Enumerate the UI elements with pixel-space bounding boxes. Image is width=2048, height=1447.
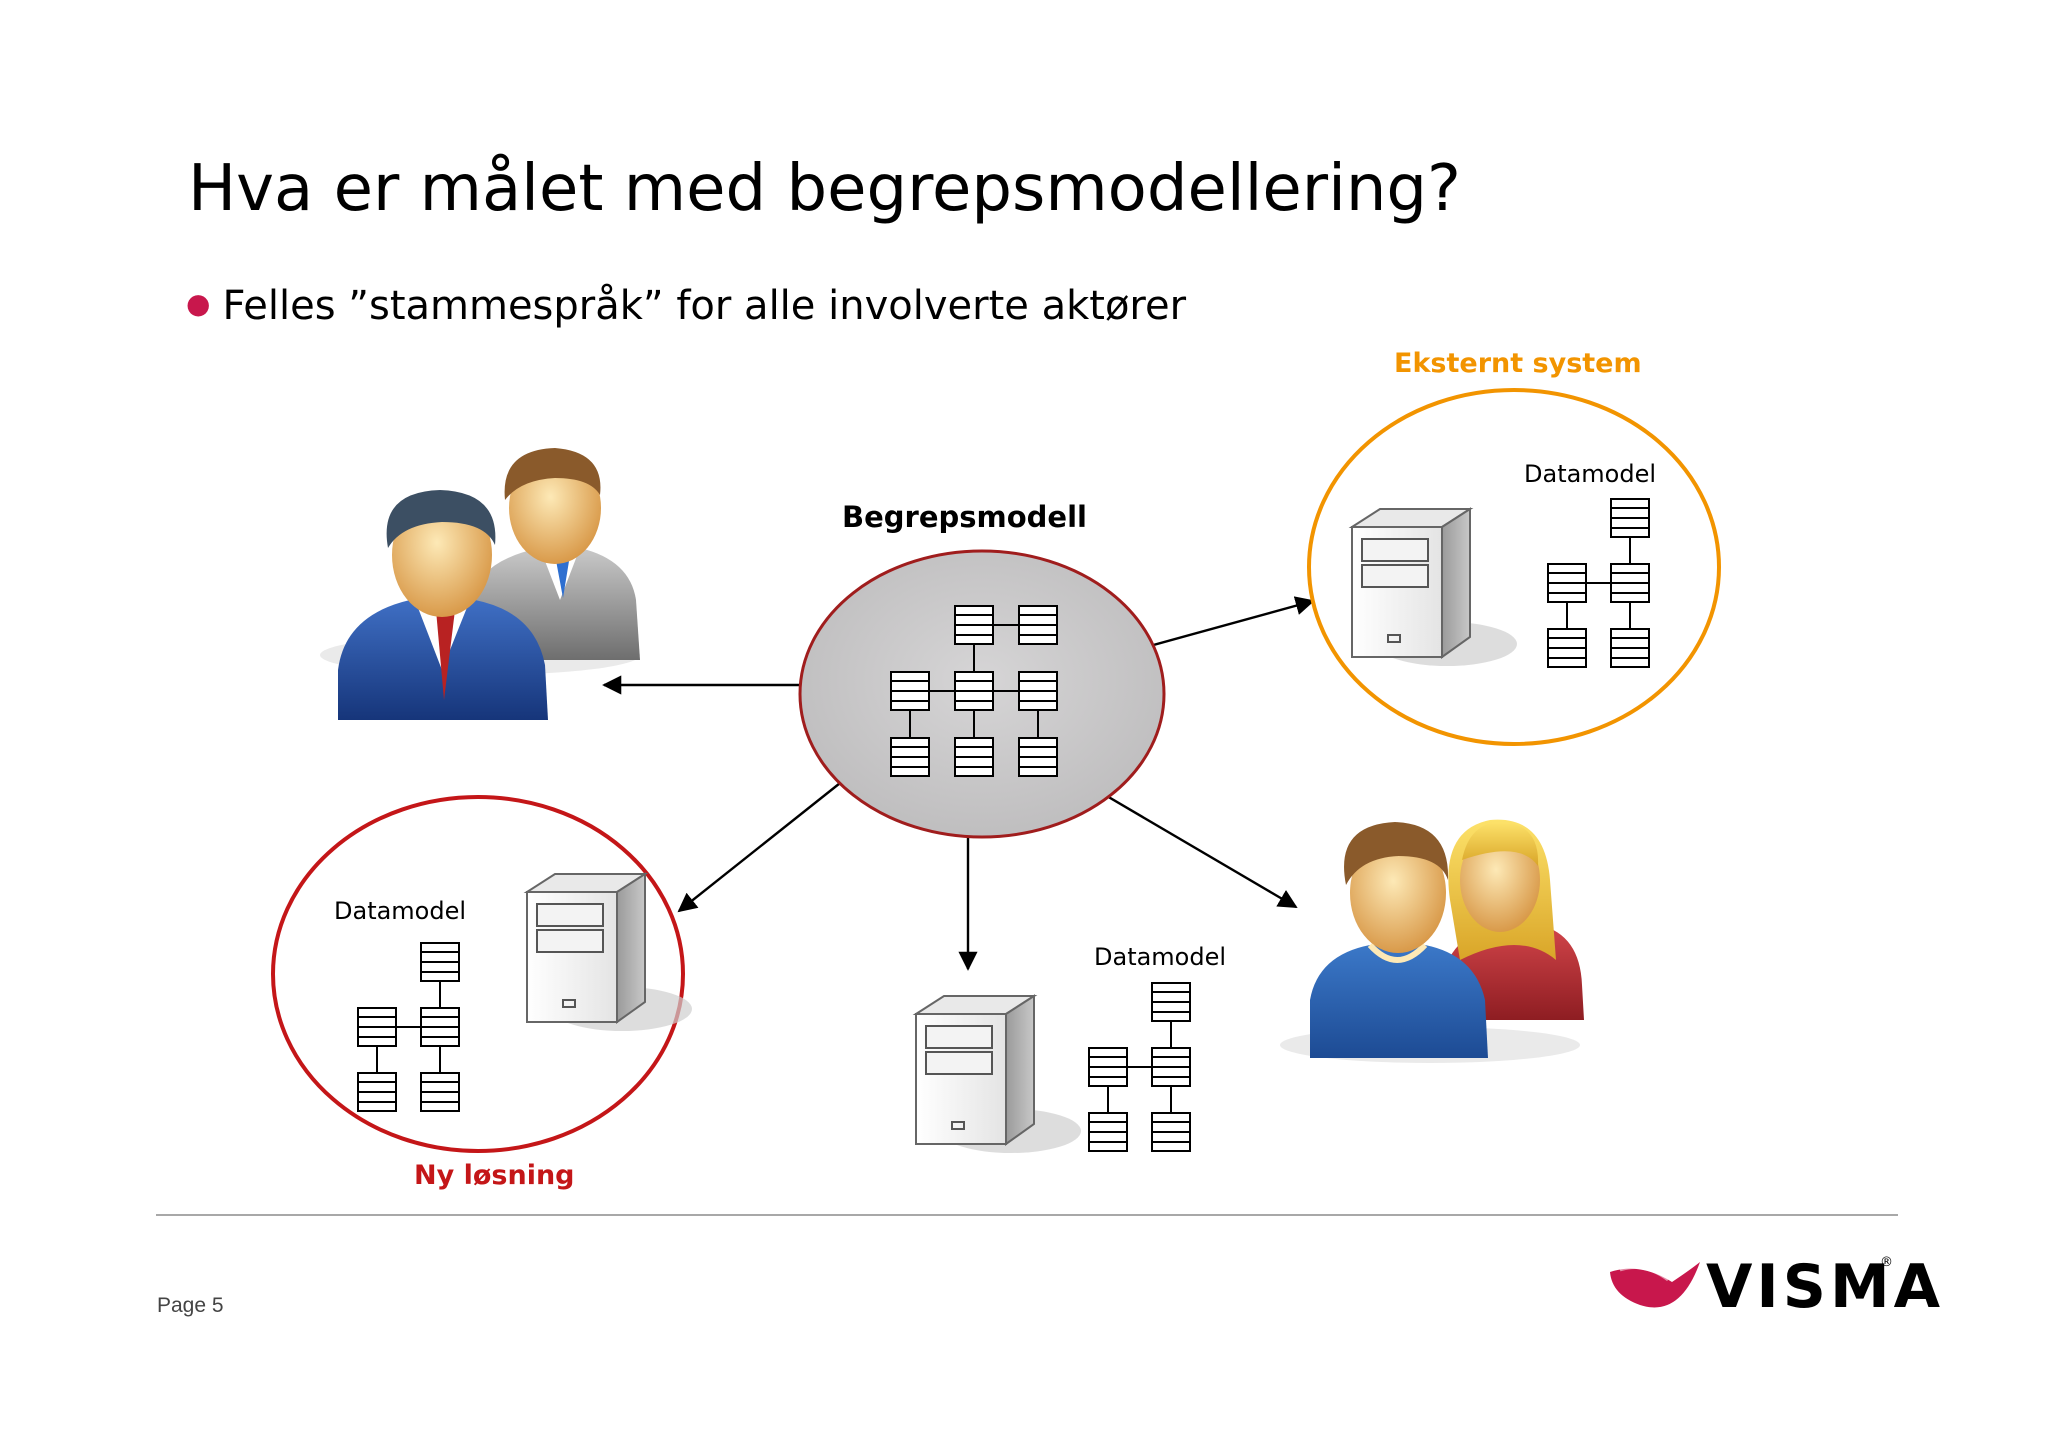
server-icon: [915, 995, 1082, 1154]
page-number: Page 5: [157, 1294, 224, 1317]
datamodel-label-external: Datamodel: [1524, 460, 1657, 488]
new-solution-node: [271, 795, 693, 1153]
datamodel-icon: [1089, 983, 1190, 1151]
new-solution-label: Ny løsning: [414, 1160, 575, 1191]
begrepsmodell-label: Begrepsmodell: [842, 500, 1087, 534]
external-system-node: [1307, 388, 1721, 746]
arrow-users-right: [1081, 780, 1298, 909]
bullet-dot-icon: ●: [186, 287, 211, 320]
begrepsmodell-node: [798, 549, 1166, 839]
concept-model-icon: [890, 605, 1058, 777]
bullet-text: Felles ”stammespråk” for alle involverte…: [222, 283, 1187, 329]
datamodel-label-new-solution: Datamodel: [334, 897, 467, 925]
visma-logo-icon: [1610, 1262, 1700, 1308]
visma-logo-text: VISMA: [1706, 1252, 1945, 1322]
slide-title: Hva er målet med begrepsmodellering?: [188, 152, 1461, 226]
business-users-icon: [320, 448, 640, 720]
datamodel-label-bottom: Datamodel: [1094, 943, 1227, 971]
registered-mark-icon: ®: [1880, 1255, 1893, 1270]
bottom-system-node: [915, 983, 1190, 1154]
external-system-label: Eksternt system: [1394, 348, 1642, 379]
end-users-icon: [1280, 819, 1584, 1063]
bullet-item: ● Felles ”stammespråk” for alle involvert…: [186, 283, 1186, 329]
arrow-new-solution: [677, 766, 861, 913]
